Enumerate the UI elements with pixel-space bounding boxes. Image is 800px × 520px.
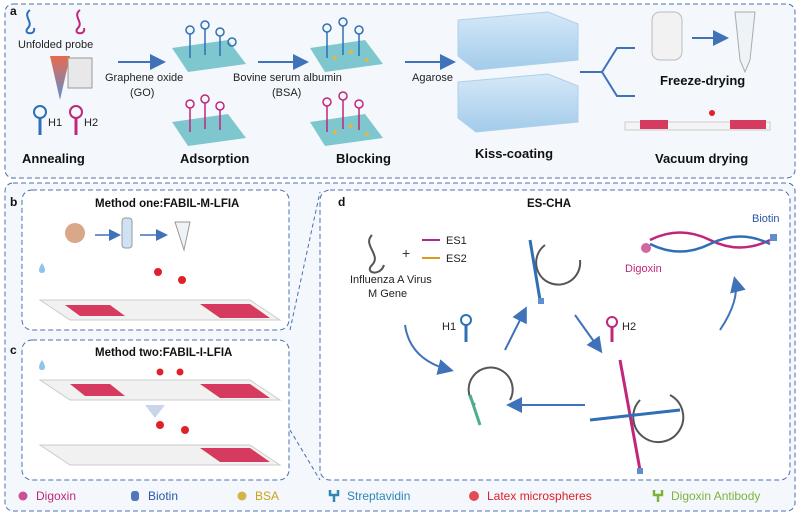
panel-b-title: Method one:FABIL-M-LFIA xyxy=(95,198,239,210)
latex-sphere-icon xyxy=(469,491,479,501)
legend-label: Streptavidin xyxy=(347,489,410,503)
thermocycler-icon xyxy=(67,57,93,89)
panel-d-letter: d xyxy=(338,195,345,209)
go-label-line2: (GO) xyxy=(130,87,154,99)
step-annealing: Annealing xyxy=(22,151,85,166)
step-adsorption: Adsorption xyxy=(180,151,249,166)
droplet-icon xyxy=(39,263,45,273)
h2-label-d: H2 xyxy=(622,321,636,333)
bsa-label-line2: (BSA) xyxy=(272,87,301,99)
bsa-bead-icon xyxy=(237,491,247,501)
panel-d-title: ES-CHA xyxy=(527,198,571,210)
digoxin-label-d: Digoxin xyxy=(625,263,662,275)
es2-label: ES2 xyxy=(446,253,467,265)
h1-hairpin-icon xyxy=(460,314,472,342)
panel-c: c Method two:FABIL-I-LFIA xyxy=(10,339,290,481)
test-strip-c-bottom xyxy=(38,421,282,466)
go-label-line1: Graphene oxide xyxy=(105,72,183,84)
annealing-gradient-arrow-icon xyxy=(50,56,70,100)
panel-a: a Unfolded probe H1 H2 Annealing Graphen… xyxy=(4,3,796,179)
legend-label: Latex microspheres xyxy=(487,489,592,503)
complex-3-icon xyxy=(589,359,685,474)
lateral-flow-strip-icon xyxy=(624,110,771,131)
biotin-square-icon xyxy=(131,491,139,501)
kiss-coating-gel-blue xyxy=(457,11,579,71)
blocking-sheet-pink xyxy=(310,91,383,146)
agarose-label: Agarose xyxy=(412,72,453,84)
legend-label: BSA xyxy=(255,489,279,503)
test-strip-b xyxy=(38,268,282,321)
vacuum-drying-label: Vacuum drying xyxy=(655,151,748,166)
biotin-square-icon xyxy=(770,234,777,241)
blocking-sheet-blue xyxy=(310,17,383,72)
h1-label: H1 xyxy=(48,117,62,129)
panel-c-title: Method two:FABIL-I-LFIA xyxy=(95,347,232,359)
panel-b-letter: b xyxy=(10,195,17,209)
patient-swab-icon xyxy=(65,223,85,243)
panel-a-letter: a xyxy=(10,4,17,18)
streptavidin-icon xyxy=(328,490,340,502)
down-arrow-icon xyxy=(145,405,165,418)
h1-label-d: H1 xyxy=(442,321,456,333)
duplex-product-icon xyxy=(641,231,777,253)
legend-label: Digoxin Antibody xyxy=(671,489,760,503)
panel-b: b Method one:FABIL-M-LFIA xyxy=(10,189,290,331)
antibody-icon xyxy=(652,490,664,502)
test-strip-c-top xyxy=(38,368,282,401)
cycle-arrows xyxy=(404,276,746,413)
step-kiss-coating: Kiss-coating xyxy=(475,146,553,161)
freeze-drying-label: Freeze-drying xyxy=(660,73,745,88)
plus-sign: + xyxy=(402,245,410,261)
panel-c-letter: c xyxy=(10,343,17,357)
sample-tube-icon xyxy=(121,217,133,249)
legend: Digoxin Biotin BSA Streptavidin Latex micros… xyxy=(18,489,760,503)
biotin-label-d: Biotin xyxy=(752,213,780,225)
legend-label: Biotin xyxy=(148,489,178,503)
complex-2-icon xyxy=(528,239,582,304)
branch-arrow xyxy=(580,47,635,97)
droplet-icon xyxy=(39,360,45,370)
unfolded-probe-h1-icon xyxy=(25,9,36,35)
tube-icon xyxy=(734,11,756,74)
bsa-label-line1: Bovine serum albumin xyxy=(233,72,342,84)
digoxin-bead-icon xyxy=(641,243,651,253)
target-rna-icon xyxy=(368,234,385,274)
kiss-coating-gel-pink xyxy=(457,73,579,133)
target-label-line2: M Gene xyxy=(368,288,407,300)
adsorption-sheet-pink xyxy=(172,94,246,146)
h2-label: H2 xyxy=(84,117,98,129)
es1-label: ES1 xyxy=(446,235,467,247)
digoxin-bead-icon xyxy=(18,491,28,501)
legend-label: Digoxin xyxy=(36,489,76,503)
complex-1-icon xyxy=(467,366,514,426)
adsorption-sheet-blue xyxy=(172,20,246,72)
unfolded-probe-label: Unfolded probe xyxy=(18,39,93,51)
reaction-tube-icon xyxy=(174,221,191,252)
panel-d: d ES-CHA + ES1 ES2 Influenza A Virus M G… xyxy=(319,189,791,481)
step-blocking: Blocking xyxy=(336,151,391,166)
liquid-nitrogen-tank-icon xyxy=(651,11,683,61)
h2-hairpin-icon xyxy=(606,316,618,342)
unfolded-probe-h2-icon xyxy=(75,9,86,35)
target-label-line1: Influenza A Virus xyxy=(350,274,432,286)
